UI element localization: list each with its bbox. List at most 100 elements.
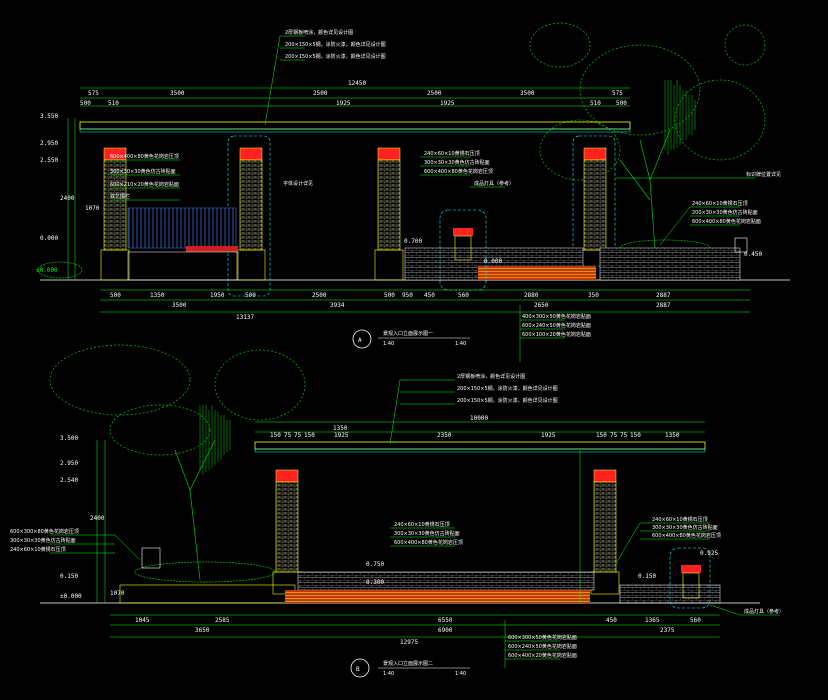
iron-fence-a <box>127 207 237 249</box>
bin-a <box>734 237 748 253</box>
b-callout-right: 600×400×80黄色花岗岩压顶 <box>652 532 721 539</box>
a-sub-dim: 500 <box>616 100 627 107</box>
a-callout-right: 200×30×30黄色仿古砖贴面 <box>692 209 758 216</box>
b-bottom-dim: 6550 <box>438 617 453 624</box>
a-bottom-dim: 2500 <box>312 292 327 299</box>
a-bottom-total: 3500 <box>172 302 187 309</box>
a-label: 字体设计详见 <box>283 180 313 187</box>
b-callout-bottom: 600×400×20黄色花岗岩贴面 <box>508 652 577 659</box>
a-level: 2.950 <box>40 140 58 147</box>
b-sub-dim: 150 <box>596 432 607 439</box>
b-callout-mid: 600×400×80黄色花岗岩压顶 <box>394 539 463 546</box>
a-callout-right: 240×60×10黄锈石压顶 <box>692 200 748 207</box>
a-sub-dim: 1925 <box>440 100 455 107</box>
a-top-dim: 575 <box>88 90 99 97</box>
a-callout-mid: 240×60×10黄锈石压顶 <box>424 150 480 157</box>
a-level-note: 0.000 <box>484 258 502 265</box>
b-callout-top: 200×150×5钢，涂防火漆，颜色详见设计图 <box>457 385 558 392</box>
b-level-note: 0.150 <box>638 573 656 580</box>
b-callout-left: 600×300×80黄色花岗岩压顶 <box>10 528 79 535</box>
a-callout-mid: 成品灯具（参考） <box>474 180 514 187</box>
lamp-b <box>669 547 711 609</box>
a-bottom-dim: 500 <box>245 292 256 299</box>
b-bottom-total: 3650 <box>195 627 210 634</box>
section-marker-b <box>350 658 370 678</box>
b-callout-left: 240×60×10黄锈石压顶 <box>10 546 66 553</box>
bin-b <box>141 547 161 569</box>
a-bottom-dim: 2880 <box>524 292 539 299</box>
a-bottom-dim: 950 <box>402 292 413 299</box>
a-vert-dim: 2400 <box>60 195 75 202</box>
beam-b <box>254 441 706 450</box>
b-sub-dim: 150 <box>304 432 315 439</box>
a-sub-dim: 1925 <box>336 100 351 107</box>
a-callout-bottom: 600×100×20黄色花岗岩贴面 <box>522 331 591 338</box>
b-sub-dim: 75 <box>294 432 302 439</box>
step-band-a <box>478 266 596 280</box>
tree-b-left <box>49 344 306 581</box>
b-level-note: 0.750 <box>366 561 384 568</box>
beam-a <box>79 121 631 130</box>
a-callout-right: 600×400×80黄色花岗岩贴面 <box>692 218 761 225</box>
leaders-b <box>50 379 780 668</box>
b-top-dim: 1350 <box>333 425 348 432</box>
b-sub-dim: 150 <box>630 432 641 439</box>
a-vert-dim: 1070 <box>85 205 100 212</box>
a-level-note: 0.700 <box>404 238 422 245</box>
tree-a-right <box>529 22 766 251</box>
b-callout-top: 200×150×5钢，涂防火漆，颜色详见设计图 <box>457 397 558 404</box>
a-scale: 1:40 <box>455 341 466 347</box>
a-callout-bottom: 400×300×50黄色花岗岩贴面 <box>522 313 591 320</box>
pillar-b-2 <box>590 469 620 595</box>
a-callout-mid: 300×30×30黄色仿古砖贴面 <box>424 159 490 166</box>
b-bottom-dim: 560 <box>690 617 701 624</box>
b-bottom-total: 6900 <box>438 627 453 634</box>
beam-b-lower <box>254 448 706 453</box>
b-level: 0.150 <box>60 573 78 580</box>
a-bottom-dim: 450 <box>424 292 435 299</box>
b-top-dim: 1925 <box>334 432 349 439</box>
a-sub-dim: 510 <box>108 100 119 107</box>
planter-wall-a <box>599 247 741 281</box>
a-callout-left: 600×400×80黄色花岗岩压顶 <box>110 153 179 160</box>
a-bottom-dim: 500 <box>110 292 121 299</box>
b-callout-top: 2厚钢板喷涂，颜色详见设计图 <box>457 373 525 380</box>
elevation-b <box>40 344 780 678</box>
a-top-total: 12450 <box>348 80 366 87</box>
a-callout-mid: 600×400×80黄色花岗岩压顶 <box>424 168 493 175</box>
b-vert-dim: 1070 <box>110 590 125 597</box>
a-sub-dim: 510 <box>590 100 601 107</box>
tree-a-vertical-lines <box>664 80 696 155</box>
a-callout-bottom: 600×240×50黄色花岗岩贴面 <box>522 322 591 329</box>
a-level: 0.000 <box>40 235 58 242</box>
b-bottom-dim: 1045 <box>135 617 150 624</box>
fence-base-a <box>186 246 238 252</box>
b-callout-mid: 300×30×30黄色仿古砖贴面 <box>394 530 460 537</box>
b-top-dim: 1350 <box>665 432 680 439</box>
text-b: 10000 1350 1925 2350 1925 1350 150 75 75… <box>10 373 784 677</box>
a-bottom-dim: 560 <box>458 292 469 299</box>
b-level: 2.540 <box>60 477 78 484</box>
b-callout-left: 300×30×30黄色仿古砖贴面 <box>10 537 76 544</box>
a-top-dim: 2500 <box>427 90 442 97</box>
b-sub-dim: 75 <box>610 432 618 439</box>
a-top-dim: 3500 <box>170 90 185 97</box>
b-sub-dim: 150 <box>270 432 281 439</box>
a-bottom-total: 13137 <box>236 314 254 321</box>
elevation-a <box>37 22 790 362</box>
a-callout-left: 600×210×20黄色花岗岩贴面 <box>110 181 179 188</box>
b-level: 3.500 <box>60 435 78 442</box>
a-scale: 1:40 <box>383 341 394 347</box>
b-bottom-dim: 2585 <box>215 617 230 624</box>
a-callout-left: 300×30×30黄色仿古砖贴面 <box>110 168 176 175</box>
a-callout-left: 铁艺围栏 <box>110 193 130 200</box>
b-sub-dim: 75 <box>284 432 292 439</box>
a-level: 3.550 <box>40 113 58 120</box>
b-sub-dim: 75 <box>620 432 628 439</box>
b-top-dim: 2350 <box>437 432 452 439</box>
a-level: 2.550 <box>40 157 58 164</box>
a-callout-top: 200×150×5钢，涂防火漆，颜色详见设计图 <box>285 53 386 60</box>
a-label: 标识牌位置详见 <box>746 171 781 178</box>
leaders-a <box>110 35 755 362</box>
dim-lines-b <box>96 421 720 638</box>
